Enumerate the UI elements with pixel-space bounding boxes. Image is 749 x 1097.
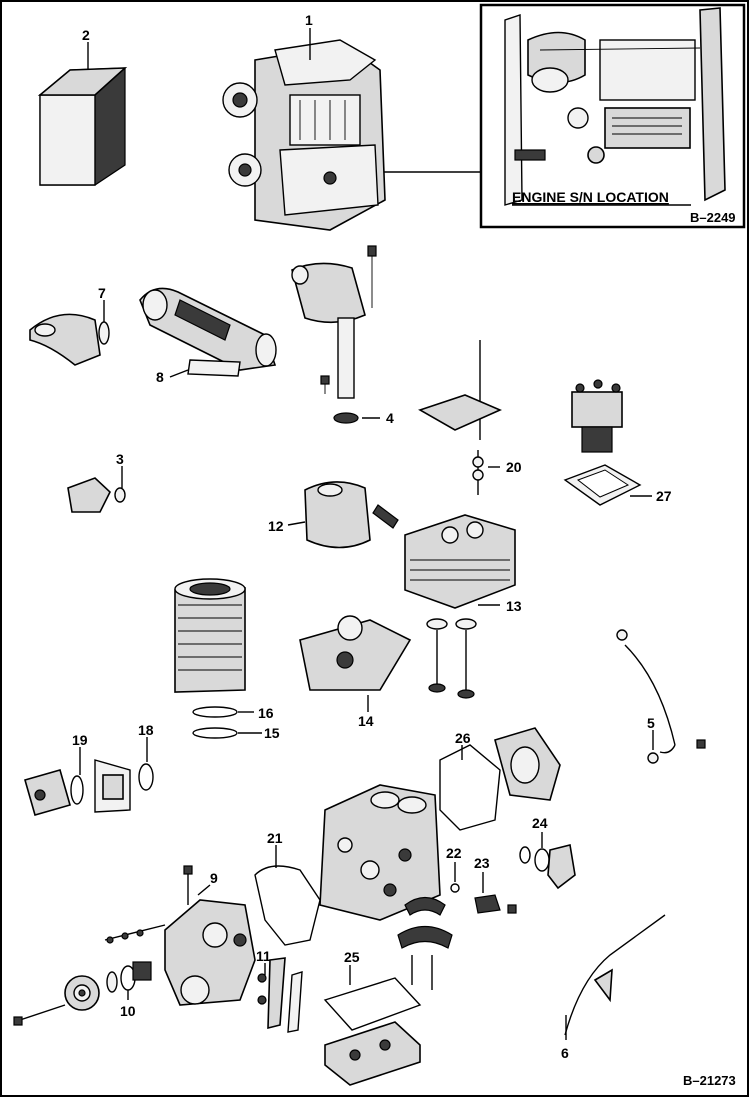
callout-8: 8 bbox=[156, 369, 164, 385]
callout-1: 1 bbox=[305, 12, 313, 28]
hydraulic-pump bbox=[24, 737, 154, 816]
callout-16: 16 bbox=[258, 705, 274, 721]
dipstick bbox=[564, 914, 666, 1040]
callout-11: 11 bbox=[256, 948, 271, 964]
callout-7: 7 bbox=[98, 285, 106, 301]
callout-20: 20 bbox=[506, 459, 522, 475]
cylinder-barrel bbox=[174, 578, 246, 693]
intake-elbow bbox=[29, 300, 110, 366]
serial-number-inset: ENGINE S/N LOCATION B–2249 bbox=[375, 3, 746, 229]
cylinder-head-gasket bbox=[299, 615, 412, 712]
valves bbox=[426, 618, 477, 699]
front-housing bbox=[104, 865, 256, 1006]
callout-2: 2 bbox=[82, 27, 90, 43]
callout-9: 9 bbox=[210, 870, 218, 886]
injection-pump bbox=[563, 379, 652, 506]
callout-23: 23 bbox=[474, 855, 490, 871]
callout-27: 27 bbox=[656, 488, 672, 504]
gear-cover bbox=[439, 727, 561, 831]
callout-15: 15 bbox=[264, 725, 280, 741]
callout-18: 18 bbox=[138, 722, 154, 738]
cylinder-head bbox=[404, 514, 516, 609]
callout-26: 26 bbox=[455, 730, 471, 746]
oil-line bbox=[616, 629, 706, 764]
callout-24: 24 bbox=[532, 815, 548, 831]
callout-10: 10 bbox=[120, 1003, 136, 1019]
callout-25: 25 bbox=[344, 949, 360, 965]
crankcase-block bbox=[319, 784, 441, 921]
seal-parts bbox=[450, 832, 576, 914]
callout-19: 19 bbox=[72, 732, 88, 748]
governor-levers bbox=[257, 957, 303, 1033]
rocker-cover bbox=[287, 481, 399, 549]
callout-5: 5 bbox=[647, 715, 655, 731]
bearing-shells bbox=[397, 896, 453, 990]
inset-engine-drawing bbox=[504, 7, 726, 206]
fuel-fitting bbox=[67, 466, 126, 513]
inset-ref: B–2249 bbox=[690, 210, 736, 225]
inset-title: ENGINE S/N LOCATION bbox=[512, 189, 669, 205]
callout-12: 12 bbox=[268, 518, 284, 534]
cover-gasket bbox=[254, 845, 321, 946]
callout-13: 13 bbox=[506, 598, 522, 614]
oil-pan bbox=[323, 965, 422, 1086]
crank-pulley bbox=[13, 961, 152, 1026]
callout-14: 14 bbox=[358, 713, 374, 729]
air-filter-element bbox=[37, 42, 128, 186]
o-rings bbox=[192, 706, 262, 739]
intake-hose-assembly bbox=[139, 287, 277, 378]
engine-assembly bbox=[222, 28, 386, 231]
callout-21: 21 bbox=[267, 830, 283, 846]
figure-ref: B–21273 bbox=[683, 1073, 736, 1088]
governor-bracket bbox=[418, 340, 502, 495]
callout-6: 6 bbox=[561, 1045, 569, 1061]
callout-4: 4 bbox=[386, 410, 394, 426]
callout-3: 3 bbox=[116, 451, 124, 467]
callout-22: 22 bbox=[446, 845, 462, 861]
muffler bbox=[291, 245, 380, 424]
